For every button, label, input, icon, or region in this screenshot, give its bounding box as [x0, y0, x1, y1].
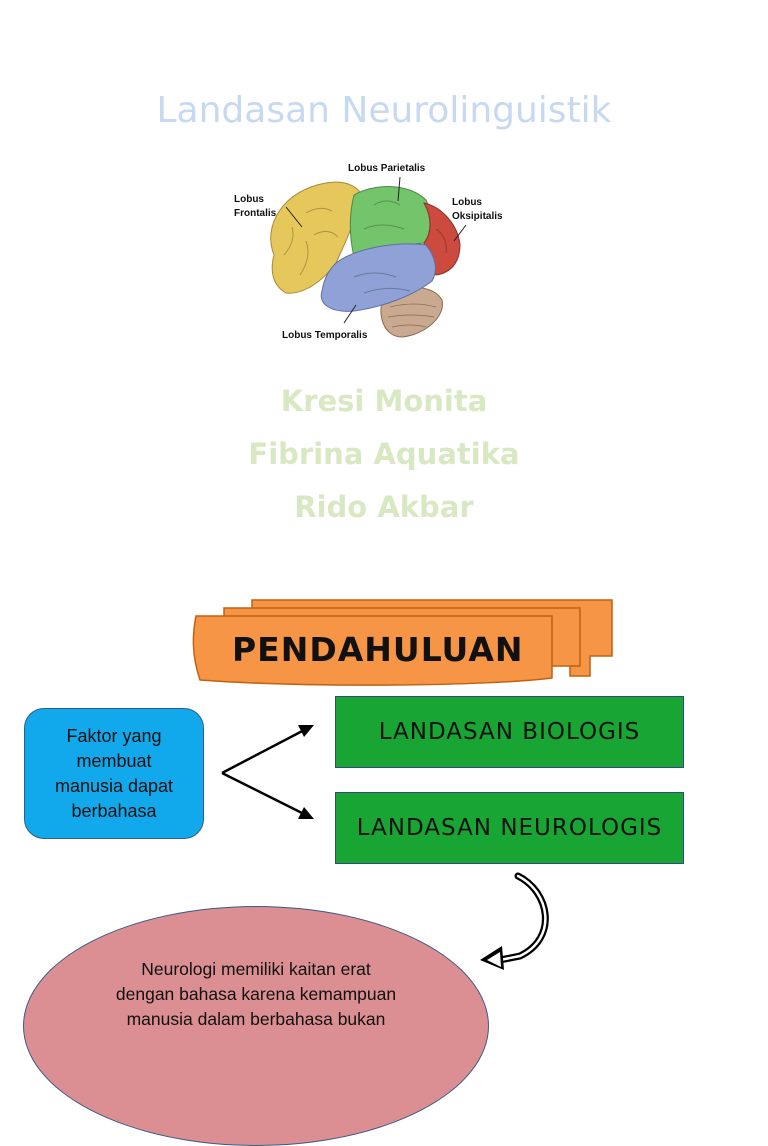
brain-diagram-image: Lobus Parietalis Lobus Frontalis Lobus O… [234, 163, 503, 341]
author-name: Kresi Monita [280, 384, 488, 418]
landasan-neurologis-box: LANDASAN NEUROLOGIS [335, 792, 684, 864]
author-name: Fibrina Aquatika [248, 437, 520, 471]
page-title: Landasan Neurolinguistik [156, 90, 612, 131]
landasan-biologis-box: LANDASAN BIOLOGIS [335, 696, 684, 768]
ellipse-line: Neurologi memiliki kaitan erat [141, 959, 371, 979]
factor-box: Faktor yang membuat manusia dapat berbah… [24, 708, 204, 839]
double-arrow-icon [221, 725, 314, 819]
curved-arrow-icon [480, 872, 549, 970]
temporal-lobe-shape [320, 243, 436, 312]
label-oksipitalis-2: Oksipitalis [452, 211, 503, 222]
label-temporalis: Lobus Temporalis [282, 330, 368, 341]
label-parietalis: Lobus Parietalis [348, 163, 426, 174]
ellipse-line: manusia dalam berbahasa bukan [126, 1009, 386, 1029]
pendahuluan-banner [192, 599, 613, 686]
label-oksipitalis-1: Lobus [452, 197, 482, 208]
factor-line: Faktor yang [66, 725, 162, 746]
ellipse-line: dengan bahasa karena kemampuan [115, 984, 397, 1004]
factor-line: membuat [76, 750, 152, 771]
label-frontalis-1: Lobus [234, 194, 264, 205]
author-name: Rido Akbar [294, 490, 474, 524]
label-frontalis-2: Frontalis [234, 208, 277, 219]
factor-line: manusia dapat [54, 775, 174, 796]
banner-label: PENDAHULUAN [232, 630, 524, 669]
ellipse-text: Neurologi memiliki kaitan erat dengan ba… [60, 957, 452, 1032]
factor-line: berbahasa [71, 800, 157, 821]
